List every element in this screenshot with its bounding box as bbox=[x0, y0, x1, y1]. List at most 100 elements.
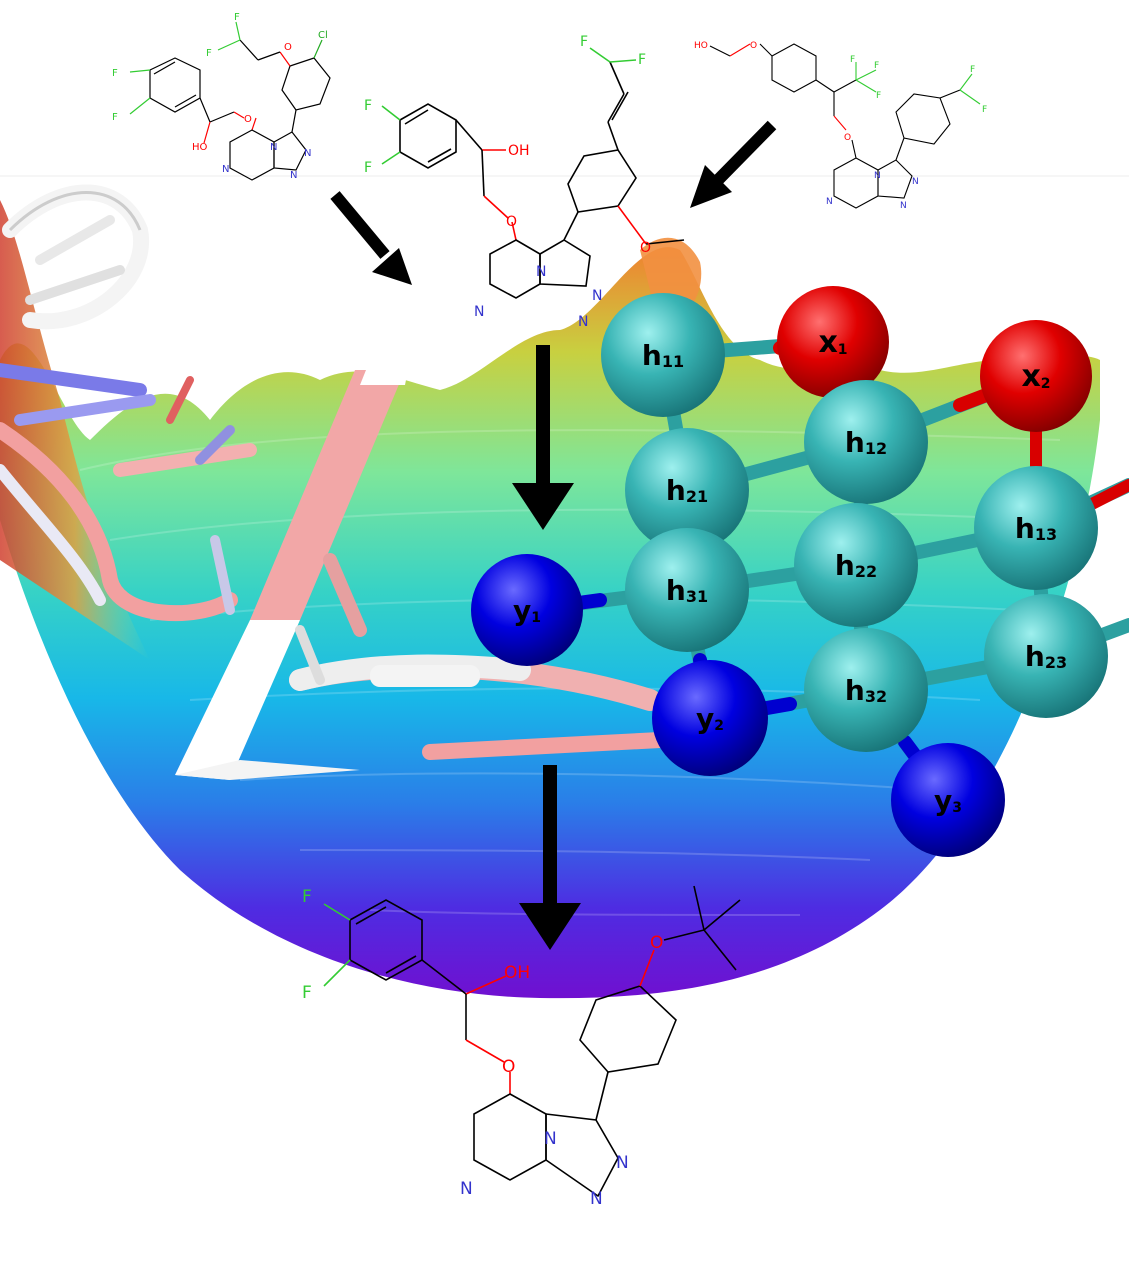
atom-label: F bbox=[850, 55, 855, 65]
svg-text:h12: h12 bbox=[845, 426, 887, 459]
atom-label: O bbox=[750, 41, 757, 51]
atom-label: O bbox=[244, 114, 252, 125]
atom-label: N bbox=[544, 1129, 557, 1149]
node-label-sub: 1 bbox=[838, 342, 848, 358]
atom-label: N bbox=[590, 1189, 603, 1209]
node-h23: h23 bbox=[984, 594, 1108, 718]
node-label-main: h bbox=[845, 674, 865, 707]
atom-label: HO bbox=[694, 41, 708, 51]
atom-label: N bbox=[222, 164, 229, 175]
atom-label: O bbox=[844, 133, 851, 143]
atom-label: N bbox=[460, 1179, 473, 1199]
svg-text:x2: x2 bbox=[1021, 359, 1050, 394]
molecule-top-right-labels: HO O F F F F F O N N N N bbox=[694, 41, 987, 211]
node-label-main: y bbox=[513, 594, 531, 627]
atom-label: F bbox=[876, 91, 881, 101]
node-label-main: y bbox=[696, 702, 714, 735]
molecule-bottom bbox=[323, 885, 741, 1198]
molecule-top-left bbox=[129, 21, 331, 181]
molecule-bottom-labels: F F OH O O N N N N bbox=[302, 887, 663, 1209]
atom-label: F bbox=[580, 34, 588, 50]
atom-label: F bbox=[970, 65, 975, 75]
node-label-sub: 1 bbox=[531, 610, 541, 626]
atom-label: N bbox=[616, 1153, 629, 1173]
atom-label: F bbox=[302, 983, 312, 1003]
svg-text:h32: h32 bbox=[845, 674, 887, 707]
atom-label: N bbox=[912, 177, 919, 187]
atom-label: F bbox=[364, 98, 372, 114]
molecule-top-center-labels: F F F F OH O O N N N N bbox=[364, 34, 651, 330]
atom-label: O bbox=[284, 42, 292, 53]
atom-label: O bbox=[650, 933, 663, 953]
svg-text:x1: x1 bbox=[818, 325, 847, 360]
node-label-sub: 23 bbox=[1045, 653, 1067, 672]
node-label-main: h bbox=[666, 574, 686, 607]
molecule-top-left-labels: F F F F O Cl HO O N N N N bbox=[112, 12, 328, 181]
node-label-sub: 13 bbox=[1035, 525, 1057, 544]
atom-label: N bbox=[536, 264, 546, 280]
node-h12: h12 bbox=[804, 380, 928, 504]
svg-text:h31: h31 bbox=[666, 574, 708, 607]
atom-label: F bbox=[302, 887, 312, 907]
atom-label: N bbox=[592, 288, 602, 304]
atom-label: OH bbox=[504, 963, 530, 983]
node-h11: h11 bbox=[601, 293, 725, 417]
atom-label: F bbox=[982, 105, 987, 115]
atom-label: F bbox=[364, 160, 372, 176]
svg-text:h23: h23 bbox=[1025, 640, 1067, 673]
node-label-sub: 2 bbox=[714, 718, 724, 734]
atom-label: HO bbox=[192, 142, 208, 153]
node-label-main: h bbox=[845, 426, 865, 459]
node-label-sub: 11 bbox=[662, 352, 684, 371]
node-y2: y2 bbox=[652, 660, 768, 776]
node-label-sub: 3 bbox=[952, 800, 962, 816]
left-wall bbox=[0, 200, 150, 660]
node-y1: y1 bbox=[471, 554, 583, 666]
protein-ribbons bbox=[0, 184, 668, 780]
molecule-top-right bbox=[709, 43, 981, 209]
arrow-center-upper bbox=[512, 345, 574, 530]
atom-label: F bbox=[234, 12, 240, 23]
flow-arrows bbox=[330, 120, 777, 950]
arrow-left-diagonal bbox=[330, 191, 412, 285]
node-label-sub: 21 bbox=[686, 487, 708, 506]
molecule-top-center bbox=[381, 47, 685, 299]
atom-label: F bbox=[206, 48, 212, 59]
node-label-sub: 31 bbox=[686, 587, 708, 606]
node-label-main: y bbox=[934, 784, 952, 817]
atom-label: F bbox=[638, 52, 646, 68]
node-label-sub: 2 bbox=[1041, 376, 1051, 392]
node-h13: h13 bbox=[974, 466, 1098, 590]
svg-text:h11: h11 bbox=[642, 339, 684, 372]
svg-text:h22: h22 bbox=[835, 549, 877, 582]
node-label-sub: 22 bbox=[855, 562, 877, 581]
node-label-main: x bbox=[818, 325, 837, 360]
atom-label: F bbox=[112, 112, 118, 123]
svg-text:y2: y2 bbox=[696, 702, 724, 735]
svg-text:y3: y3 bbox=[934, 784, 962, 817]
atom-label: F bbox=[112, 68, 118, 79]
node-h22: h22 bbox=[794, 503, 918, 627]
node-label-main: h bbox=[666, 474, 686, 507]
node-h32: h32 bbox=[804, 628, 928, 752]
atom-label: O bbox=[640, 240, 651, 256]
node-x2: x2 bbox=[980, 320, 1092, 432]
arrow-right-diagonal bbox=[690, 120, 777, 208]
node-label-main: h bbox=[642, 339, 662, 372]
atom-label: N bbox=[900, 201, 907, 211]
atom-label: N bbox=[874, 171, 881, 181]
atom-label: N bbox=[578, 314, 588, 330]
atom-label: F bbox=[874, 61, 879, 71]
node-h31: h31 bbox=[625, 528, 749, 652]
atom-label: N bbox=[270, 142, 277, 153]
atom-label: N bbox=[290, 170, 297, 181]
atom-label: N bbox=[304, 148, 311, 159]
atom-label: O bbox=[506, 214, 517, 230]
network-nodes: h11 x1 x2 h12 h21 h13 h22 h31 bbox=[471, 286, 1108, 857]
node-y3: y3 bbox=[891, 743, 1005, 857]
atom-label: N bbox=[474, 304, 484, 320]
atom-label: OH bbox=[508, 143, 530, 159]
node-label-main: x bbox=[1021, 359, 1040, 394]
node-x1: x1 bbox=[777, 286, 889, 398]
